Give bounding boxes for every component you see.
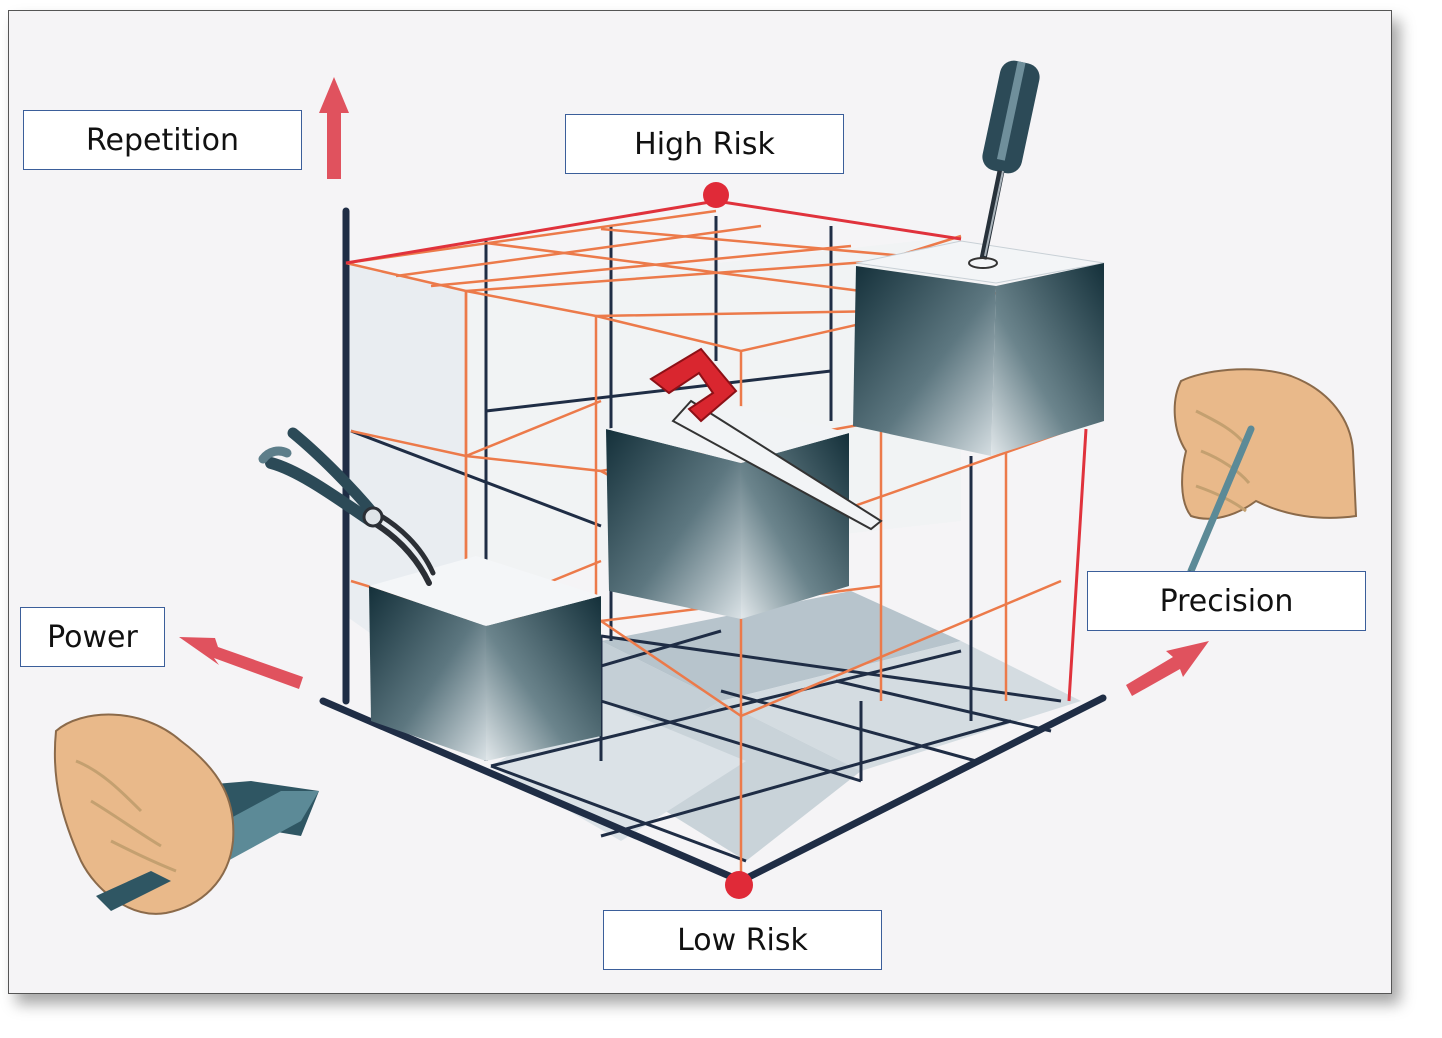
saw-icon <box>649 347 883 531</box>
precision-label: Precision <box>1087 571 1366 631</box>
cube-top-right <box>853 240 1105 456</box>
power-label: Power <box>20 607 165 667</box>
power-grip-hand-icon <box>53 713 319 915</box>
high-risk-dot <box>703 182 729 208</box>
high-risk-label: High Risk <box>565 114 844 174</box>
low-risk-label: Low Risk <box>603 910 882 970</box>
precision-arrow <box>1126 641 1209 696</box>
pliers-icon <box>258 427 436 586</box>
cube-bottom-left <box>369 556 601 761</box>
power-arrow <box>179 637 303 689</box>
diagram-frame: Repetition High Risk Power Precision Low… <box>8 10 1392 994</box>
low-risk-dot <box>725 871 753 899</box>
precision-grip-hand-icon <box>1173 368 1358 586</box>
repetition-arrow <box>319 77 349 179</box>
cube-middle <box>606 406 849 619</box>
repetition-label: Repetition <box>23 110 302 170</box>
screwdriver-icon <box>968 60 1040 269</box>
risk-cube-illustration <box>53 60 1358 915</box>
